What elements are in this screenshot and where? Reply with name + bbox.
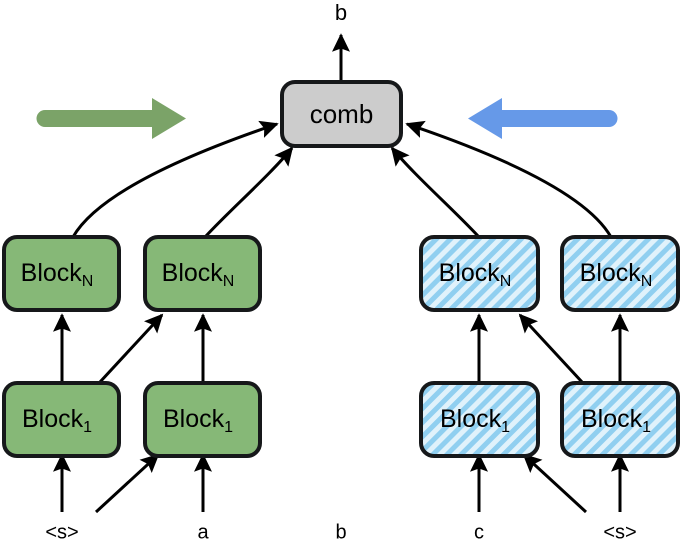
- block-box[interactable]: [143, 235, 262, 312]
- block-label: Block: [21, 259, 83, 287]
- block-subscript: 1: [83, 419, 92, 436]
- block-blue-bot-1[interactable]: Block1: [419, 381, 540, 458]
- block-box[interactable]: [2, 381, 121, 458]
- token-label-a: a: [197, 521, 209, 543]
- token-label-b: b: [335, 521, 346, 543]
- block-text: BlockN: [21, 259, 94, 291]
- edge-blue-top-1-to-comb: [390, 146, 480, 238]
- block-box[interactable]: [560, 381, 680, 458]
- block-box[interactable]: [419, 235, 540, 312]
- block-subscript: N: [223, 273, 235, 290]
- right-to-left-arrow: [468, 98, 618, 139]
- edge-token-s-right-to-blue-bot-1: [522, 453, 588, 514]
- block-text: Block1: [163, 405, 233, 437]
- block-subscript: N: [500, 273, 512, 290]
- block-text: Block1: [22, 405, 92, 437]
- token-label-s-left: <s>: [45, 521, 78, 543]
- edge-blue-top-2-to-comb: [405, 120, 613, 238]
- block-blue-bot-2[interactable]: Block1: [560, 381, 680, 458]
- block-green-bot-1[interactable]: Block1: [2, 381, 121, 458]
- token-label-c: c: [474, 521, 484, 543]
- edges-group: [53, 33, 629, 514]
- block-green-bot-2[interactable]: Block1: [143, 381, 262, 458]
- block-green-top-1[interactable]: BlockN: [2, 235, 121, 312]
- comb-box[interactable]: [280, 80, 403, 148]
- edge-blue-bot-2-to-top-1: [518, 313, 584, 384]
- block-label: Block: [163, 405, 225, 433]
- block-box[interactable]: [560, 235, 680, 312]
- edge-green-top-1-to-comb: [71, 120, 279, 238]
- block-text: BlockN: [439, 259, 512, 291]
- block-text: BlockN: [162, 259, 235, 291]
- edge-token-s-left-to-green-bot-2: [94, 453, 160, 514]
- block-label: Block: [439, 259, 501, 287]
- block-text: Block1: [440, 405, 510, 437]
- token-label-s-right: <s>: [603, 521, 636, 543]
- block-box[interactable]: [2, 235, 121, 312]
- block-subscript: 1: [501, 419, 510, 436]
- block-subscript: N: [82, 273, 94, 290]
- block-blue-top-1[interactable]: BlockN: [419, 235, 540, 312]
- block-label: Block: [22, 405, 84, 433]
- edge-green-top-2-to-comb: [204, 146, 294, 238]
- block-box[interactable]: [419, 381, 540, 458]
- edge-green-bot-1-to-top-2: [98, 313, 164, 384]
- output-label: b: [335, 0, 347, 25]
- block-label: Block: [440, 405, 502, 433]
- block-subscript: 1: [642, 419, 651, 436]
- block-text: BlockN: [580, 259, 653, 291]
- comb-node[interactable]: comb: [280, 80, 403, 148]
- block-subscript: N: [641, 273, 653, 290]
- block-label: Block: [162, 259, 224, 287]
- comb-label: comb: [310, 99, 374, 129]
- block-label: Block: [580, 259, 642, 287]
- block-text: Block1: [581, 405, 651, 437]
- block-blue-top-2[interactable]: BlockN: [560, 235, 680, 312]
- block-green-top-2[interactable]: BlockN: [143, 235, 262, 312]
- block-label: Block: [581, 405, 643, 433]
- block-box[interactable]: [143, 381, 262, 458]
- block-subscript: 1: [224, 419, 233, 436]
- left-to-right-arrow: [36, 98, 186, 139]
